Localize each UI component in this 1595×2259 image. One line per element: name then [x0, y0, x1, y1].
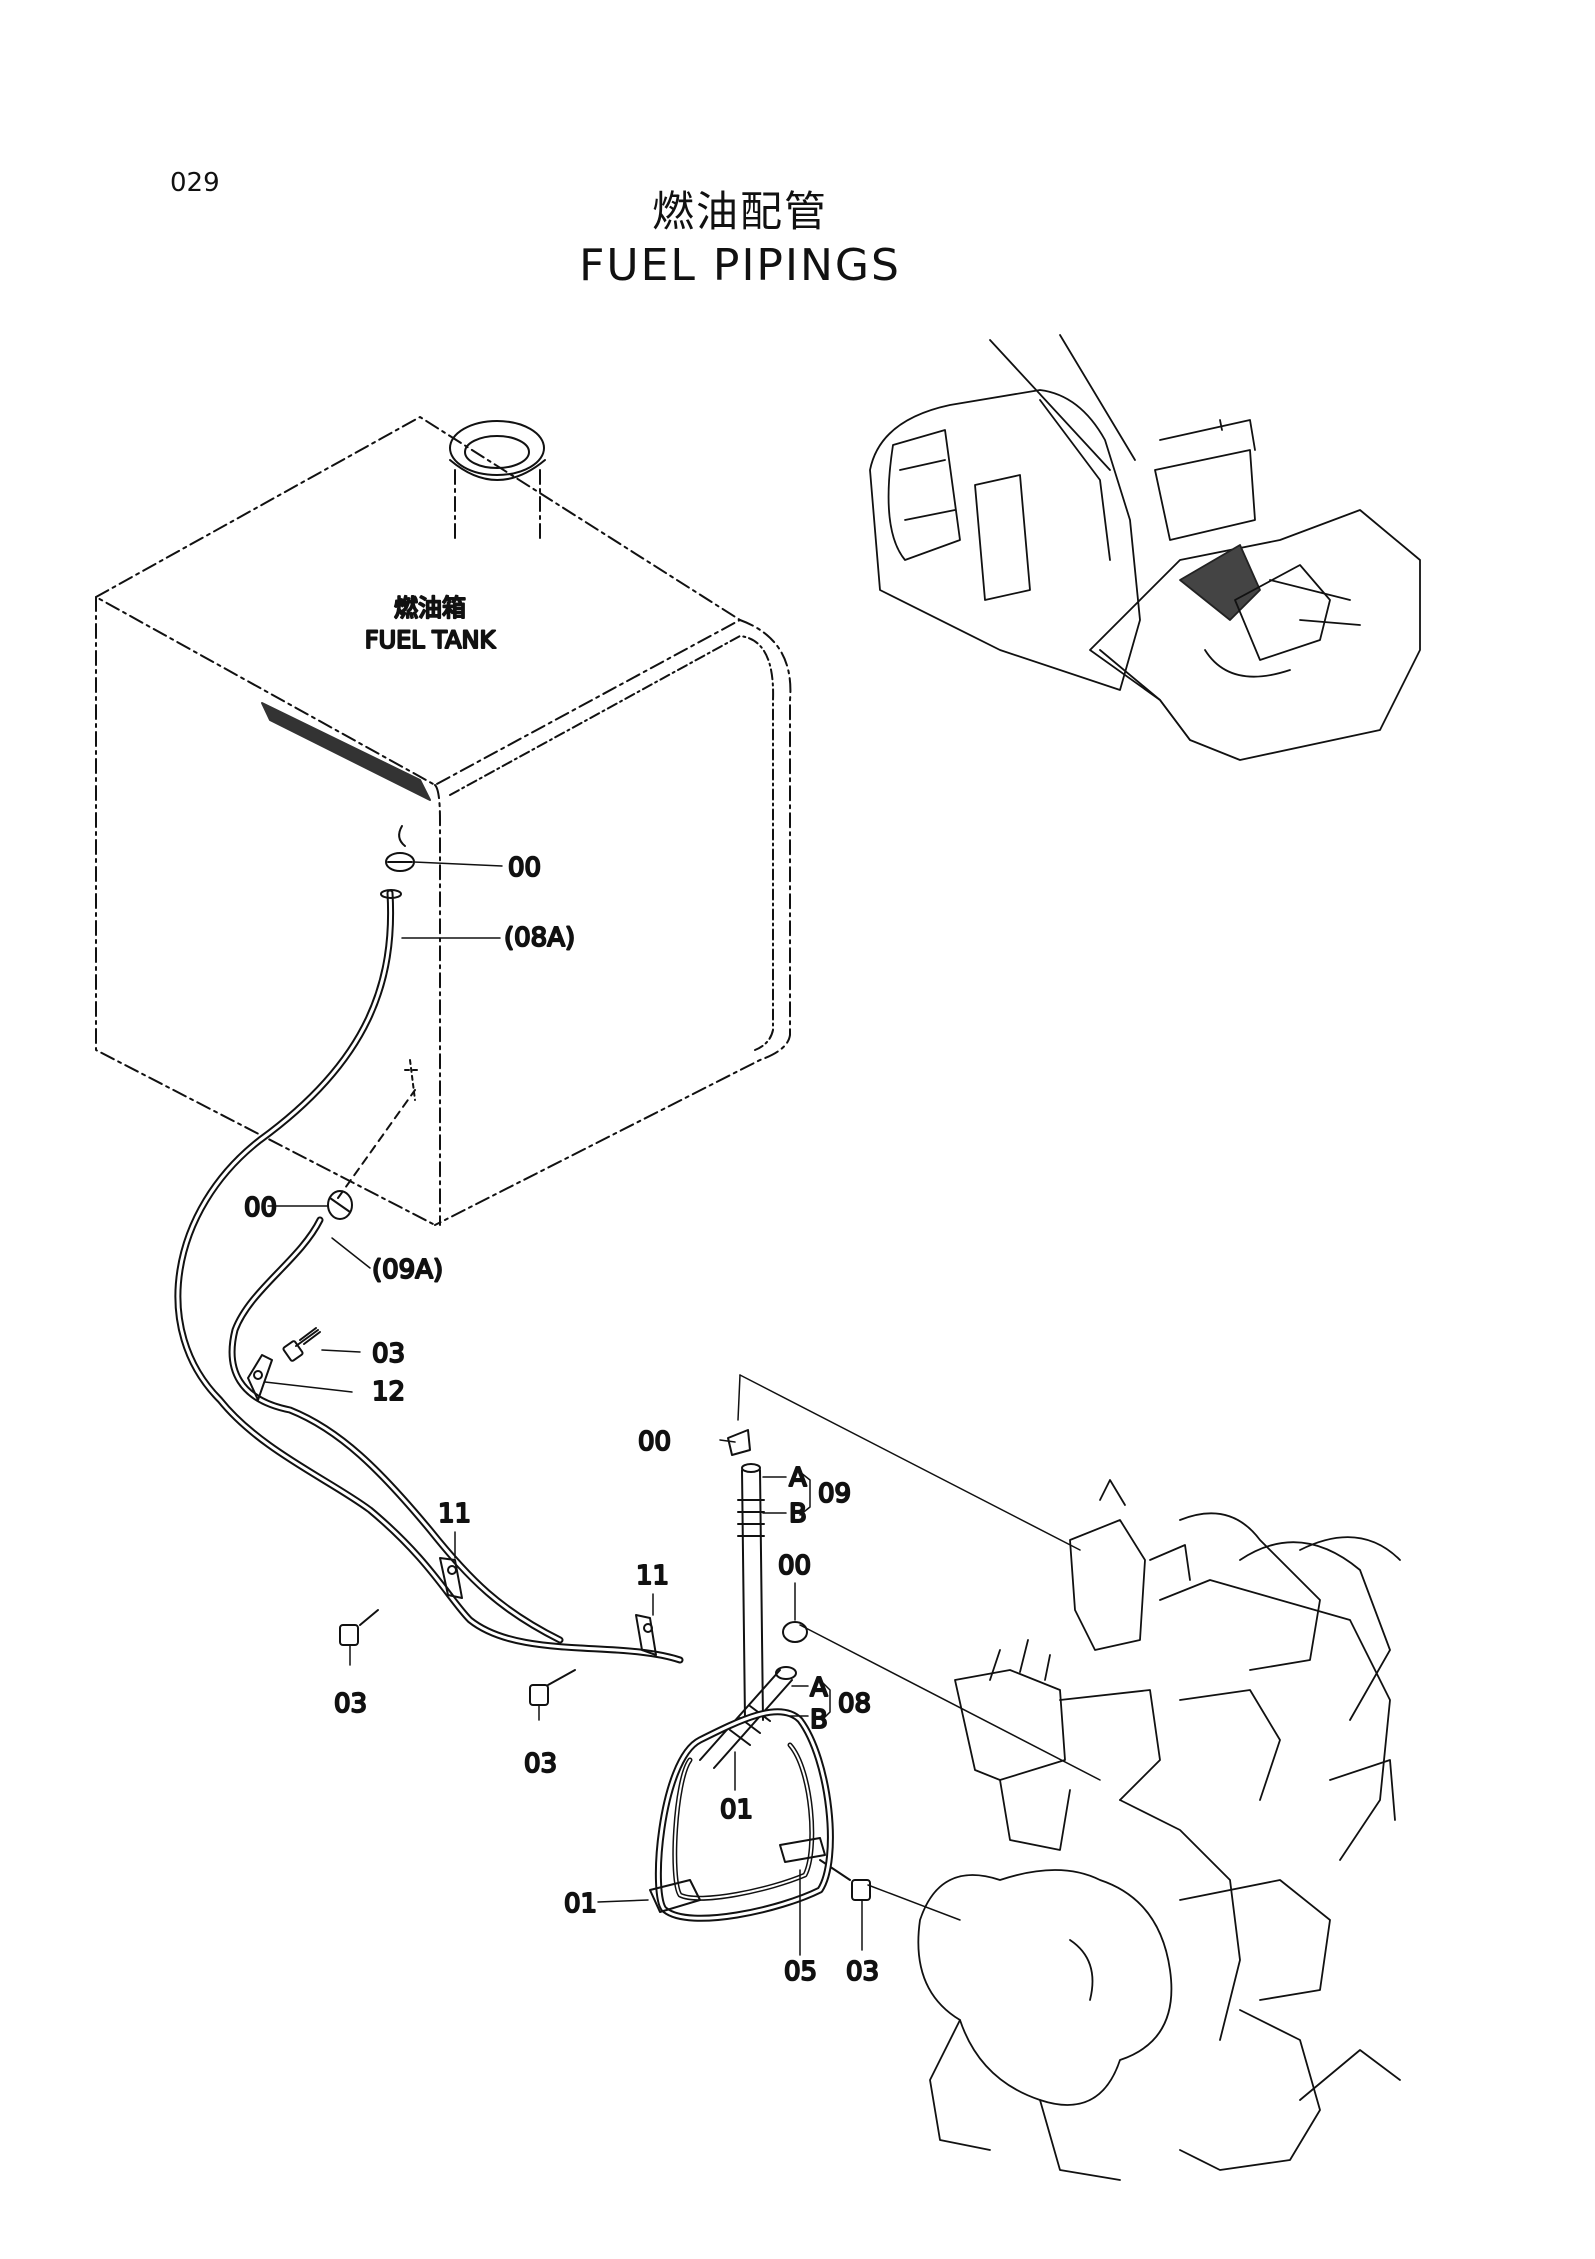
fuel-pipe-08A [174, 825, 684, 1664]
callout-B-09: B [789, 1499, 807, 1529]
callout-00-c: 00 [778, 1551, 811, 1581]
callout-12: 12 [372, 1377, 405, 1407]
pipe-loop-05 [649, 1708, 834, 1922]
callout-B-08: B [810, 1705, 828, 1735]
page-title: 燃油配管 FUEL PIPINGS [0, 186, 1480, 294]
callout-00-b: 00 [638, 1427, 671, 1457]
hose-09 [737, 1463, 765, 1721]
tank-label-zh: 燃油箱 [394, 594, 466, 622]
callout-01-left: 01 [564, 1889, 597, 1919]
cap-00-c [782, 1621, 808, 1643]
title-chinese: 燃油配管 [651, 187, 828, 236]
cap-00-b [727, 1429, 751, 1456]
tank-label-en: FUEL TANK [365, 626, 497, 654]
fuel-pipe-09A [228, 1059, 564, 1644]
callout-03-mid: 03 [524, 1749, 557, 1779]
callout-00-mid: 00 [244, 1193, 277, 1223]
page-number: 029 [170, 168, 220, 198]
callout-05: 05 [784, 1957, 817, 1987]
callout-09: 09 [818, 1479, 851, 1509]
engine [917, 1479, 1401, 2181]
bolt-03-left [339, 1609, 379, 1646]
callout-03-left: 03 [334, 1689, 367, 1719]
callouts: 00 (08A) 00 (09A) 03 12 00 A B 09 11 11 … [243, 852, 880, 1988]
callout-08A: (08A) [504, 923, 575, 953]
leader-engine-mid [799, 1624, 1101, 1781]
clamp-11-left [439, 1557, 463, 1599]
callout-11-left: 11 [438, 1499, 471, 1529]
callout-01-upper: 01 [720, 1795, 753, 1825]
callout-03-upper: 03 [372, 1339, 405, 1369]
callout-03-right: 03 [846, 1957, 879, 1987]
bolt-03-right [819, 1859, 871, 1901]
clamp-12 [247, 1354, 273, 1401]
title-english: FUEL PIPINGS [579, 240, 901, 291]
callout-11-right: 11 [636, 1561, 669, 1591]
callout-00-top: 00 [508, 853, 541, 883]
callout-A-09: A [789, 1463, 807, 1493]
excavator-inset [869, 334, 1421, 761]
fuel-tank [95, 416, 792, 1226]
callout-09A: (09A) [372, 1255, 443, 1285]
leader-engine-top [739, 1374, 1081, 1551]
callout-A-08: A [810, 1673, 828, 1703]
bolt-03-upper [282, 1327, 321, 1362]
clamp-11-right [635, 1614, 657, 1656]
callout-08: 08 [838, 1689, 871, 1719]
bolt-03-mid [529, 1669, 576, 1706]
leader-lines [264, 861, 863, 1956]
